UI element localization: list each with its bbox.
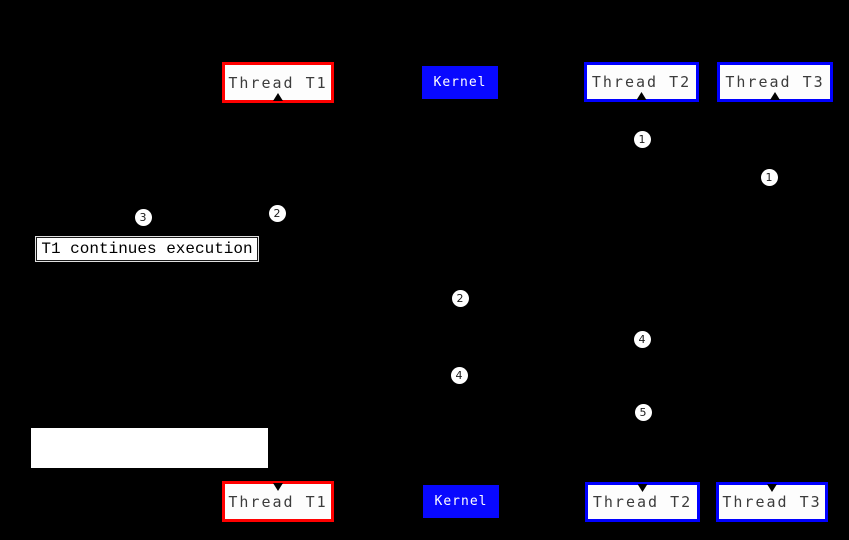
box-kernel-bottom: Kernel [423,485,499,518]
box-thread-t3-bottom: Thread T3 [716,482,828,522]
lifeline-notch [636,92,647,100]
lifeline-box-label: Thread T3 [722,493,822,511]
lifeline-notch [767,484,777,492]
lifeline-box-label: Kernel [433,75,487,90]
box-thread-t2-bottom: Thread T2 [585,482,700,522]
step-number: 5 [639,405,647,419]
lifeline-box-label: Thread T3 [725,73,825,91]
lifeline-notch [273,483,283,491]
lifeline-box-label: Thread T1 [228,492,328,511]
step-number: 2 [456,291,464,305]
box-thread-t2-top: Thread T2 [584,62,699,102]
step-marker-1-thread-t2: 1 [633,130,651,148]
box-kernel-top: Kernel [422,66,498,99]
lifeline-notch [770,92,780,100]
note-t1-continues-execution: T1 continues execution [35,236,259,262]
box-thread-t3-top: Thread T3 [717,62,833,102]
step-marker-4-thread-t2: 4 [633,330,651,348]
step-number: 4 [455,368,463,382]
step-marker-2-thread-t1: 2 [268,204,286,222]
step-number: 1 [638,132,646,146]
step-number: 3 [139,210,147,224]
step-marker-5-thread-t2: 5 [634,403,652,421]
step-marker-3-thread-t1: 3 [134,208,152,226]
lifeline-box-label: Kernel [434,494,488,509]
lifeline-notch [273,93,283,101]
lifeline-notch [637,484,648,492]
step-marker-2-kernel: 2 [451,289,469,307]
box-thread-t1-bottom: Thread T1 [222,481,334,522]
step-number: 1 [765,170,773,184]
note-text: T1 continues execution [41,240,253,258]
lifeline-box-label: Thread T2 [591,73,692,91]
lifeline-box-label: Thread T1 [228,73,328,92]
step-number: 2 [273,206,281,220]
step-marker-4-kernel: 4 [450,366,468,384]
box-thread-t1-top: Thread T1 [222,62,334,103]
lifeline-box-label: Thread T2 [592,493,693,511]
note-blank [31,428,268,468]
step-number: 4 [638,332,646,346]
step-marker-1-thread-t3: 1 [760,168,778,186]
